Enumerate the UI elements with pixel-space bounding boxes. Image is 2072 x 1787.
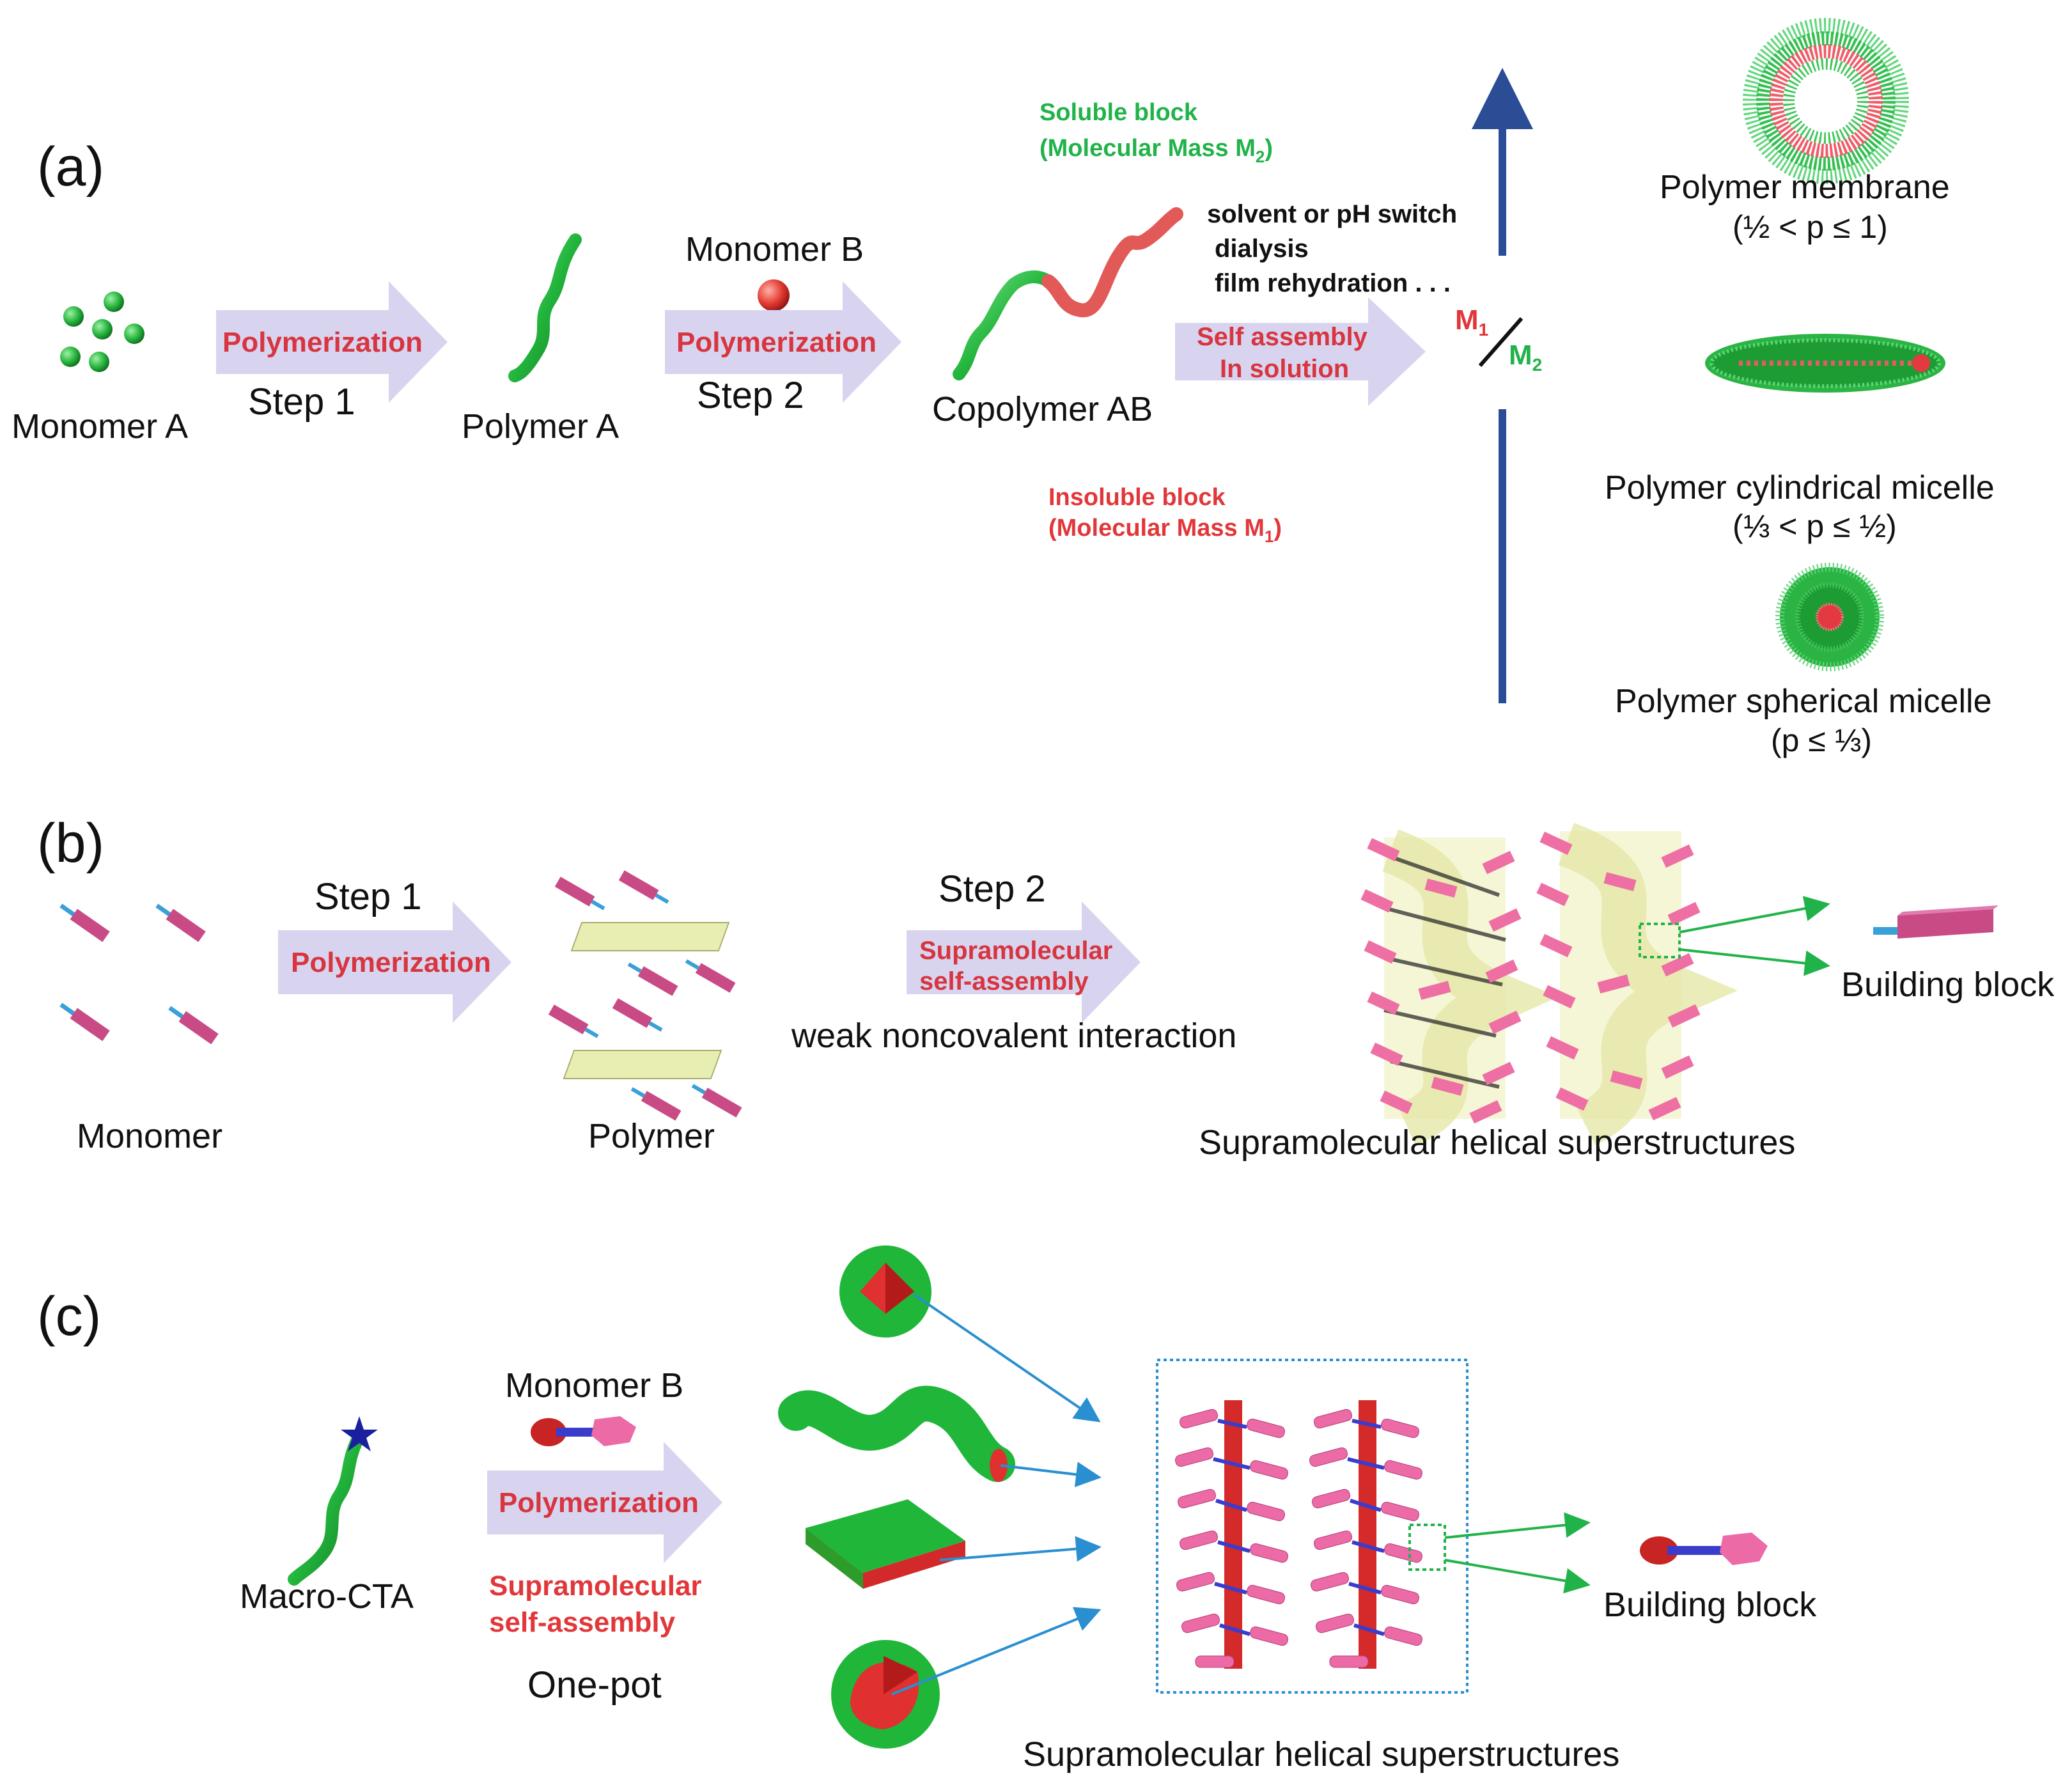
arrow-c-label: Polymerization xyxy=(499,1487,699,1518)
arrow-1-label: Polymerization xyxy=(222,327,423,358)
svg-text:M1: M1 xyxy=(1455,304,1488,339)
link-arrow-1 xyxy=(913,1293,1101,1423)
panel-c: (c) Macro-CTA Monomer B Polymerization S… xyxy=(37,1245,1817,1774)
helix-c-box xyxy=(1156,1359,1468,1694)
polymerization-arrow-b xyxy=(278,901,511,1023)
supra-c-line-2: self-assembly xyxy=(489,1607,676,1638)
building-block-c-icon xyxy=(1640,1533,1768,1565)
switch-line-3: film rehydration . . . xyxy=(1215,269,1451,297)
arrow-b2-line-1: Supramolecular xyxy=(919,937,1112,965)
monomer-b-icon xyxy=(758,279,790,311)
switch-line-2: dialysis xyxy=(1215,235,1309,263)
monomer-a-label: Monomer A xyxy=(12,407,188,446)
polymer-a-label: Polymer A xyxy=(462,407,619,446)
self-assembly-line-1: Self assembly xyxy=(1197,323,1368,351)
zoom-arrow-b-lower xyxy=(1679,948,1830,976)
step-2-label: Step 2 xyxy=(697,375,804,416)
monomer-b-c-icon xyxy=(531,1416,636,1446)
mass-ratio: M1 M2 xyxy=(1455,304,1542,375)
one-pot-label: One-pot xyxy=(527,1664,662,1706)
soluble-mass-label: (Molecular Mass M2) xyxy=(1040,135,1273,166)
panel-c-label: (c) xyxy=(37,1286,101,1347)
polymerization-arrow-1 xyxy=(216,281,448,403)
monomer-blocks-icon xyxy=(59,903,219,1045)
polymerization-arrow-c xyxy=(487,1442,722,1563)
self-assembly-arrow-b xyxy=(907,901,1141,1023)
arrow-b2-line-2: self-assembly xyxy=(919,967,1089,995)
worm-micelle-icon xyxy=(778,1385,1015,1482)
spherical-range: (p ≤ ⅓) xyxy=(1771,722,1872,758)
lamella-icon xyxy=(806,1499,965,1589)
spherical-label: Polymer spherical micelle xyxy=(1615,683,1992,720)
vesicle-icon xyxy=(839,1245,931,1338)
building-block-b-label: Building block xyxy=(1841,965,2055,1004)
helix-c-right xyxy=(1309,1400,1423,1669)
monomer-a-icon xyxy=(60,292,144,372)
polymer-label: Polymer xyxy=(588,1117,715,1155)
self-assembly-line-2: In solution xyxy=(1220,355,1349,383)
spherical-micelle-icon xyxy=(1775,563,1884,671)
helix-b-left xyxy=(1360,829,1559,1146)
cylindrical-label: Polymer cylindrical micelle xyxy=(1605,469,1995,506)
link-arrow-2 xyxy=(1000,1462,1102,1488)
zoom-arrow-c-lower xyxy=(1444,1559,1591,1594)
helix-b-right xyxy=(1536,823,1738,1146)
arrow-2-label: Polymerization xyxy=(676,327,876,358)
self-assembly-arrow xyxy=(1175,297,1426,406)
building-block-c-label: Building block xyxy=(1603,1586,1817,1624)
insoluble-block-label: Insoluble block xyxy=(1048,484,1226,511)
monomer-b-c-label: Monomer B xyxy=(505,1366,683,1405)
macro-cta-icon xyxy=(288,1432,364,1586)
weak-interaction-label: weak noncovalent interaction xyxy=(791,1017,1236,1055)
polymer-rods-icon xyxy=(548,870,742,1121)
macro-cta-label: Macro-CTA xyxy=(240,1577,414,1616)
helical-c-label: Supramolecular helical superstructures xyxy=(1023,1735,1619,1774)
helix-c-left xyxy=(1174,1400,1289,1669)
step-2-label-b: Step 2 xyxy=(939,868,1046,910)
link-arrow-3 xyxy=(939,1536,1102,1562)
copolymer-label: Copolymer AB xyxy=(932,390,1153,428)
panel-b: (b) Monomer Step 1 Polymerization xyxy=(37,813,2055,1162)
cylindrical-range: (⅓ < p ≤ ½) xyxy=(1733,508,1897,544)
panel-b-label: (b) xyxy=(37,813,104,874)
supra-c-line-1: Supramolecular xyxy=(489,1570,702,1602)
star-icon xyxy=(341,1416,378,1451)
zoom-arrow-c-upper xyxy=(1444,1512,1591,1539)
svg-text:M2: M2 xyxy=(1509,339,1542,375)
monomer-b-label: Monomer B xyxy=(685,230,864,269)
step-1-label: Step 1 xyxy=(248,381,355,423)
zoom-arrow-b-upper xyxy=(1679,896,1830,933)
building-block-b-icon xyxy=(1873,905,1998,939)
monomer-label: Monomer xyxy=(77,1117,222,1155)
panel-a: (a) Monomer A Polymerization Step 1 Poly… xyxy=(12,18,1995,758)
copolymer-ab-icon xyxy=(953,207,1183,380)
cylindrical-micelle-icon xyxy=(1705,334,1945,393)
zoom-box-c xyxy=(1408,1524,1446,1571)
switch-line-1: solvent or pH switch xyxy=(1207,200,1457,228)
link-arrow-4 xyxy=(891,1607,1102,1696)
membrane-icon xyxy=(1743,18,1909,184)
arrow-b1-label: Polymerization xyxy=(291,947,491,978)
polymer-a-icon xyxy=(508,233,582,382)
membrane-range: (½ < p ≤ 1) xyxy=(1733,209,1888,245)
zoom-box-b xyxy=(1639,923,1681,958)
panel-a-label: (a) xyxy=(37,136,104,198)
polymerization-arrow-2 xyxy=(665,281,901,403)
step-1-label-b: Step 1 xyxy=(315,876,422,917)
insoluble-mass-label: (Molecular Mass M1) xyxy=(1048,515,1282,546)
membrane-label: Polymer membrane xyxy=(1660,169,1950,206)
micelle-core-icon xyxy=(831,1640,940,1749)
helical-b-label: Supramolecular helical superstructures xyxy=(1199,1123,1795,1162)
soluble-block-label: Soluble block xyxy=(1040,99,1198,126)
